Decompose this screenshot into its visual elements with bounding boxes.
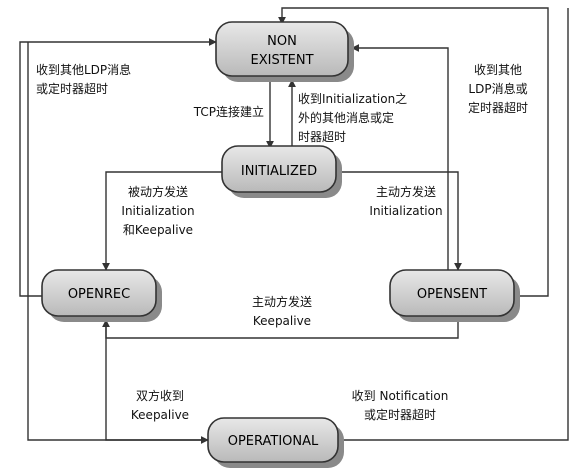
label-active-init-line1: 主动方发送	[376, 184, 436, 199]
label-active-keep-line2: Keepalive	[253, 314, 311, 328]
label-both-keep-line1: 双方收到	[136, 388, 184, 403]
label-active-init-line2: Initialization	[369, 204, 442, 218]
label-init-other-line3: 时器超时	[298, 129, 346, 144]
state-openrec: OPENREC	[41, 269, 162, 322]
label-passive-line2: Initialization	[121, 204, 194, 218]
state-operational: OPERATIONAL	[207, 417, 344, 468]
state-non-existent-line1: NON	[267, 34, 297, 49]
label-passive-line3: 和Keepalive	[123, 223, 193, 237]
label-both-keep-line2: Keepalive	[131, 408, 189, 422]
state-initialized-label: INITIALIZED	[241, 164, 317, 179]
label-left-top-line2: 或定时器超时	[36, 81, 108, 96]
label-right-top-line1: 收到其他	[474, 63, 522, 77]
label-passive-line1: 被动方发送	[128, 184, 188, 199]
label-init-other-line2: 外的其他消息或定	[298, 110, 394, 125]
label-left-top-line1: 收到其他LDP消息	[36, 62, 131, 77]
state-non-existent-line2: EXISTENT	[250, 53, 313, 68]
edge-opensent-right-to-nonexistent	[351, 44, 449, 270]
edge-opensent-to-nonexistent	[278, 7, 549, 297]
state-operational-label: OPERATIONAL	[228, 434, 319, 449]
edge-openrec-to-nonexistent	[19, 38, 217, 297]
state-initialized: INITIALIZED	[221, 145, 342, 198]
label-notification-line1: 收到 Notification	[352, 389, 449, 403]
edge-operational-right-to-nonexistent	[338, 8, 569, 441]
edge-operational-to-nonexistent	[27, 42, 208, 441]
edge-openrec-to-operational	[105, 320, 209, 444]
label-init-other-line1: 收到Initialization之	[298, 92, 407, 106]
state-opensent-label: OPENSENT	[417, 287, 487, 302]
label-tcp: TCP连接建立	[193, 104, 264, 119]
edge-initialized-to-openrec	[102, 171, 222, 271]
edge-initialized-to-opensent	[336, 171, 462, 271]
label-active-keep-line1: 主动方发送	[252, 294, 312, 309]
label-right-top-line2: LDP消息或	[468, 81, 527, 96]
state-openrec-label: OPENREC	[68, 287, 130, 302]
state-opensent: OPENSENT	[389, 269, 520, 322]
label-right-top-line3: 定时器超时	[468, 100, 528, 115]
state-non-existent: NON EXISTENT	[215, 21, 354, 82]
label-notification-line2: 或定时器超时	[364, 407, 436, 422]
